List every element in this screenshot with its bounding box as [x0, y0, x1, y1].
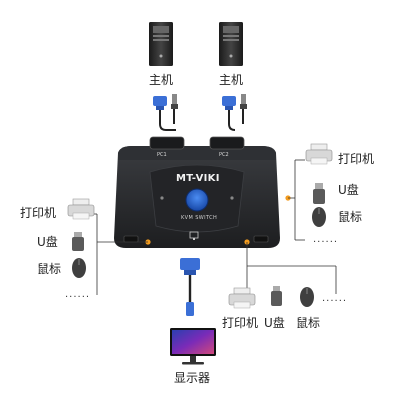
switch-brand-logo: MT-VIKI: [176, 173, 220, 184]
bottom-usb-drive-icon: [271, 286, 282, 306]
switch-model-label: KVM SWITCH: [181, 215, 218, 221]
connector-lines: [88, 159, 337, 295]
left-more-dots: ......: [65, 289, 91, 300]
right-printer-icon: [305, 143, 333, 165]
switch-port-pc1-label: PC1: [157, 152, 167, 158]
host-tower-1-icon: [149, 22, 173, 66]
bottom-printer-label: 打印机: [222, 316, 259, 330]
host-2-cables: [222, 94, 247, 131]
right-mouse-icon: [312, 207, 326, 227]
kvm-switch-device: [114, 136, 280, 248]
left-printer-label: 打印机: [20, 206, 57, 220]
right-printer-label: 打印机: [338, 152, 375, 166]
left-usb-label: U盘: [37, 235, 58, 249]
left-printer-icon: [67, 198, 95, 220]
monitor-cable: [180, 258, 200, 316]
left-mouse-label: 鼠标: [37, 262, 62, 276]
host-1-cables: [153, 94, 178, 131]
switch-port-pc2-label: PC2: [219, 152, 229, 158]
monitor-icon: [170, 328, 216, 365]
left-usb-drive-icon: [72, 232, 84, 251]
bottom-usb-label: U盘: [264, 316, 285, 330]
right-mouse-label: 鼠标: [338, 210, 363, 224]
bottom-mouse-icon: [300, 287, 314, 307]
host-1-label: 主机: [149, 73, 174, 87]
right-more-dots: ......: [313, 234, 339, 245]
host-2-label: 主机: [219, 73, 244, 87]
left-mouse-icon: [72, 258, 86, 278]
bottom-mouse-label: 鼠标: [296, 316, 321, 330]
right-usb-label: U盘: [338, 183, 359, 197]
bottom-more-dots: ......: [322, 293, 348, 304]
bottom-printer-icon: [228, 287, 256, 309]
display-label: 显示器: [174, 371, 211, 385]
host-tower-2-icon: [219, 22, 243, 66]
right-usb-drive-icon: [313, 183, 325, 204]
